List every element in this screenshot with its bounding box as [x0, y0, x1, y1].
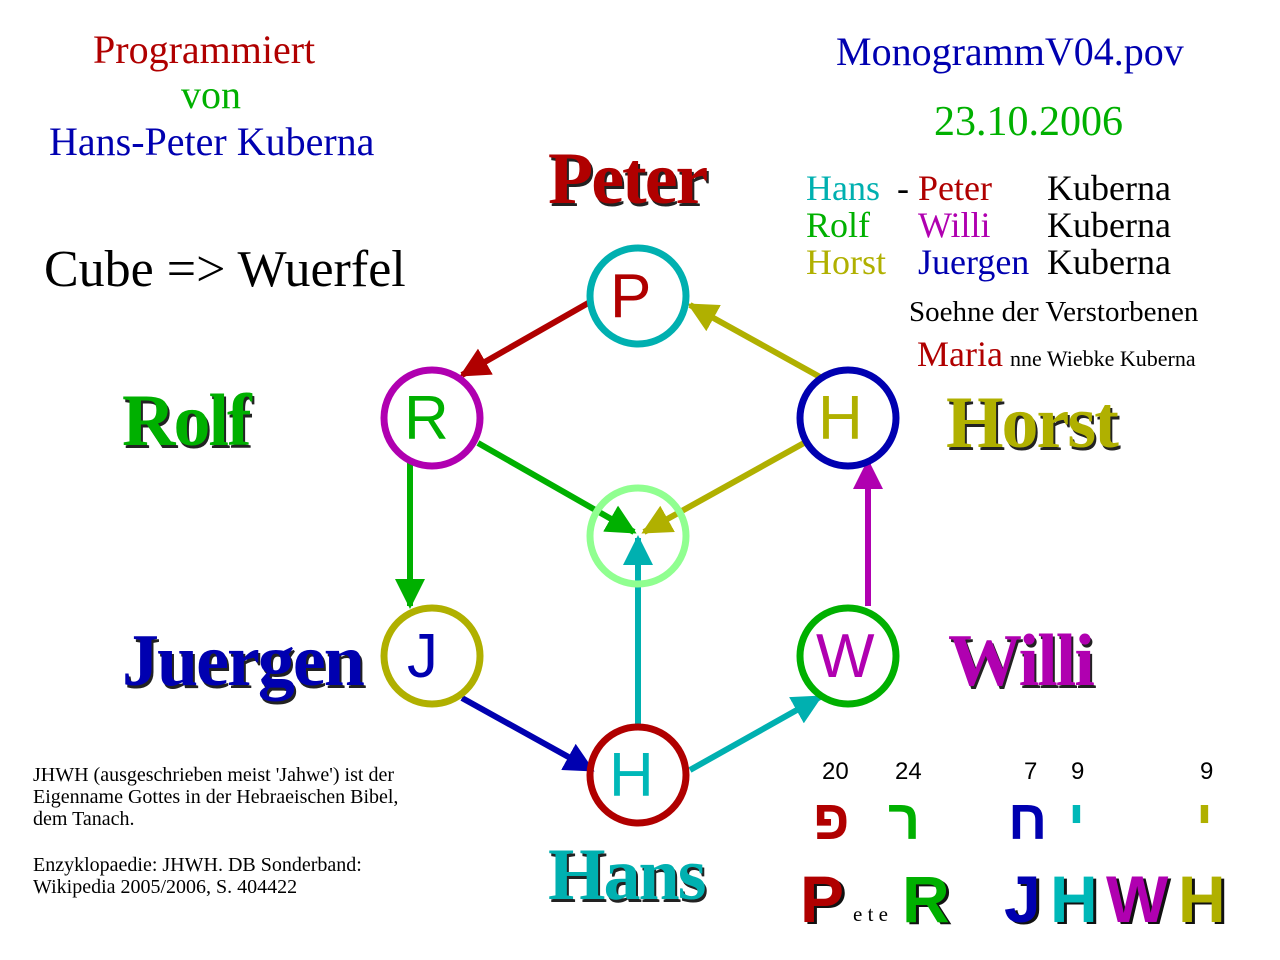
- family-b0: Peter: [918, 168, 992, 208]
- jhwh-note: JHWH (ausgeschrieben meist 'Jahwe') ist …: [33, 764, 398, 898]
- hebrew-num: 9: [1071, 758, 1085, 785]
- node-h-bottom: H: [609, 741, 654, 810]
- arrow-peter-rolf: [459, 299, 592, 378]
- family-b2: Juergen: [918, 242, 1030, 282]
- note-line: Eigenname Gottes in der Hebraeischen Bib…: [33, 786, 399, 808]
- family-a2: Horst: [806, 242, 886, 282]
- node-ring-juergen: [380, 604, 484, 708]
- note-line: Enzyklopaedie: JHWH. DB Sonderband:: [33, 854, 362, 876]
- name-hans: Hans: [548, 834, 707, 916]
- family-mother-a: Maria: [917, 334, 1003, 374]
- family-c2: Kuberna: [1047, 242, 1171, 282]
- family-a0: Hans: [806, 168, 880, 208]
- family-c0: Kuberna: [1047, 168, 1171, 208]
- node-ring-peter: [586, 244, 690, 348]
- arrow-horst-peter: [687, 302, 822, 380]
- node-w: W: [816, 622, 875, 691]
- hebrew-num: 9: [1200, 758, 1214, 785]
- arrow-rolf-center: [476, 440, 637, 535]
- node-h-top: H: [818, 384, 863, 453]
- hebrew-resh: ר: [888, 788, 921, 851]
- arrow-hans-willi: [688, 694, 823, 773]
- family-a1: Rolf: [806, 205, 871, 245]
- node-ring-horst: [796, 366, 900, 470]
- mono-ete: e t e: [853, 902, 888, 926]
- hebrew-pe: פ: [813, 788, 850, 851]
- name-peter: Peter: [548, 138, 708, 220]
- note-line: Wikipedia 2005/2006, S. 404422: [33, 876, 298, 898]
- mono-h2: H: [1178, 862, 1226, 936]
- mono-w: W: [1106, 862, 1169, 936]
- mono-j: J: [1004, 862, 1041, 936]
- file-date: 23.10.2006: [934, 99, 1123, 145]
- node-ring-center: [586, 484, 690, 588]
- node-ring-hans: [586, 723, 690, 827]
- name-juergen: Juergen: [122, 620, 365, 702]
- family-c1: Kuberna: [1047, 205, 1171, 245]
- family-sons: Soehne der Verstorbenen: [909, 296, 1199, 328]
- cube-label: Cube => Wuerfel: [44, 241, 406, 298]
- family-b1: Willi: [918, 205, 991, 245]
- hebrew-num: 20: [822, 758, 849, 785]
- hebrew-yod: י: [1068, 788, 1085, 851]
- credit-line3: Hans-Peter Kuberna: [49, 119, 375, 164]
- mono-h1: H: [1050, 862, 1098, 936]
- name-rolf: Rolf: [122, 380, 252, 462]
- hebrew-yod: י: [1196, 788, 1213, 851]
- family-mother-b: nne Wiebke Kuberna: [1010, 346, 1196, 371]
- hebrew-num: 7: [1024, 758, 1038, 785]
- node-ring-rolf: [380, 366, 484, 470]
- note-line: dem Tanach.: [33, 808, 135, 830]
- mono-r: R: [902, 862, 950, 936]
- arrow-horst-center: [641, 440, 806, 535]
- hebrew-het: ח: [1008, 788, 1048, 851]
- node-j: J: [407, 622, 438, 691]
- note-line: JHWH (ausgeschrieben meist 'Jahwe') ist …: [33, 764, 394, 786]
- file-name: MonogrammV04.pov: [836, 29, 1184, 74]
- name-willi: Willi: [948, 620, 1095, 702]
- node-ring-willi: [796, 604, 900, 708]
- credit-line1: Programmiert: [93, 27, 316, 72]
- hebrew-num: 24: [895, 758, 922, 785]
- family-sep0: -: [897, 168, 909, 208]
- mono-p: P: [800, 862, 845, 936]
- credit-line2: von: [181, 72, 241, 117]
- arrow-juergen-hans: [460, 695, 595, 773]
- node-r: R: [404, 384, 449, 453]
- node-p: P: [610, 262, 652, 331]
- name-horst: Horst: [946, 382, 1119, 464]
